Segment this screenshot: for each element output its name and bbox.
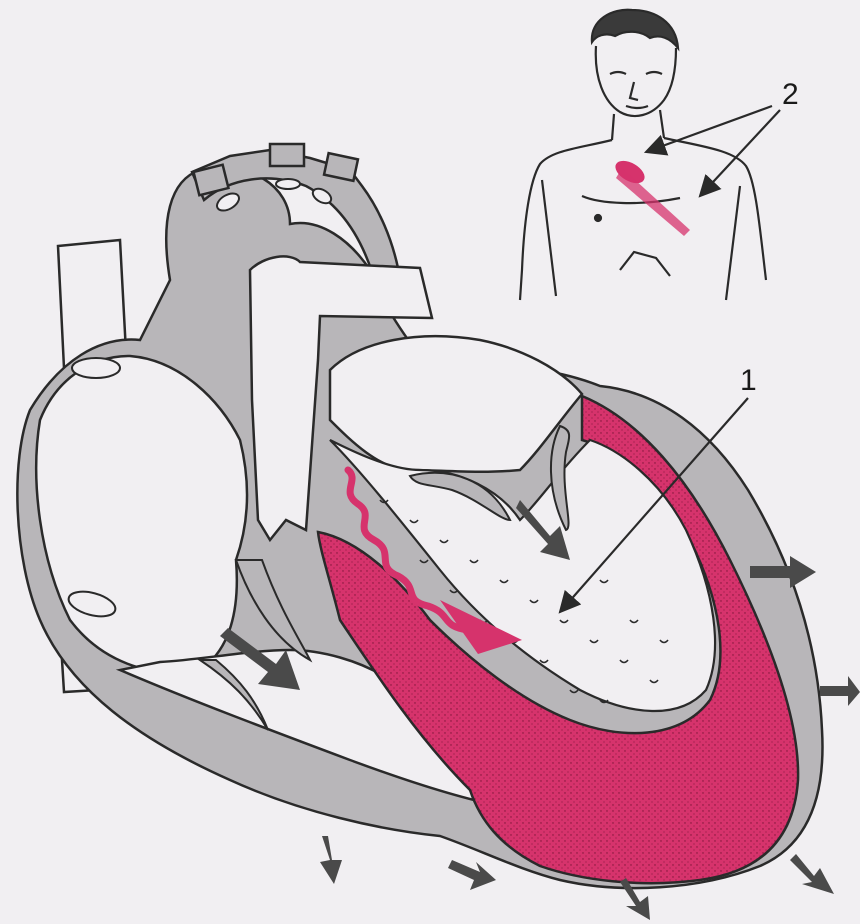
human-torso-icon [520, 10, 766, 300]
label-1: 1 [740, 364, 757, 397]
heart-cross-section-icon [17, 144, 822, 888]
chest-pain-area [612, 156, 690, 236]
label-2: 2 [782, 78, 799, 111]
label-2-arrows [646, 106, 780, 196]
